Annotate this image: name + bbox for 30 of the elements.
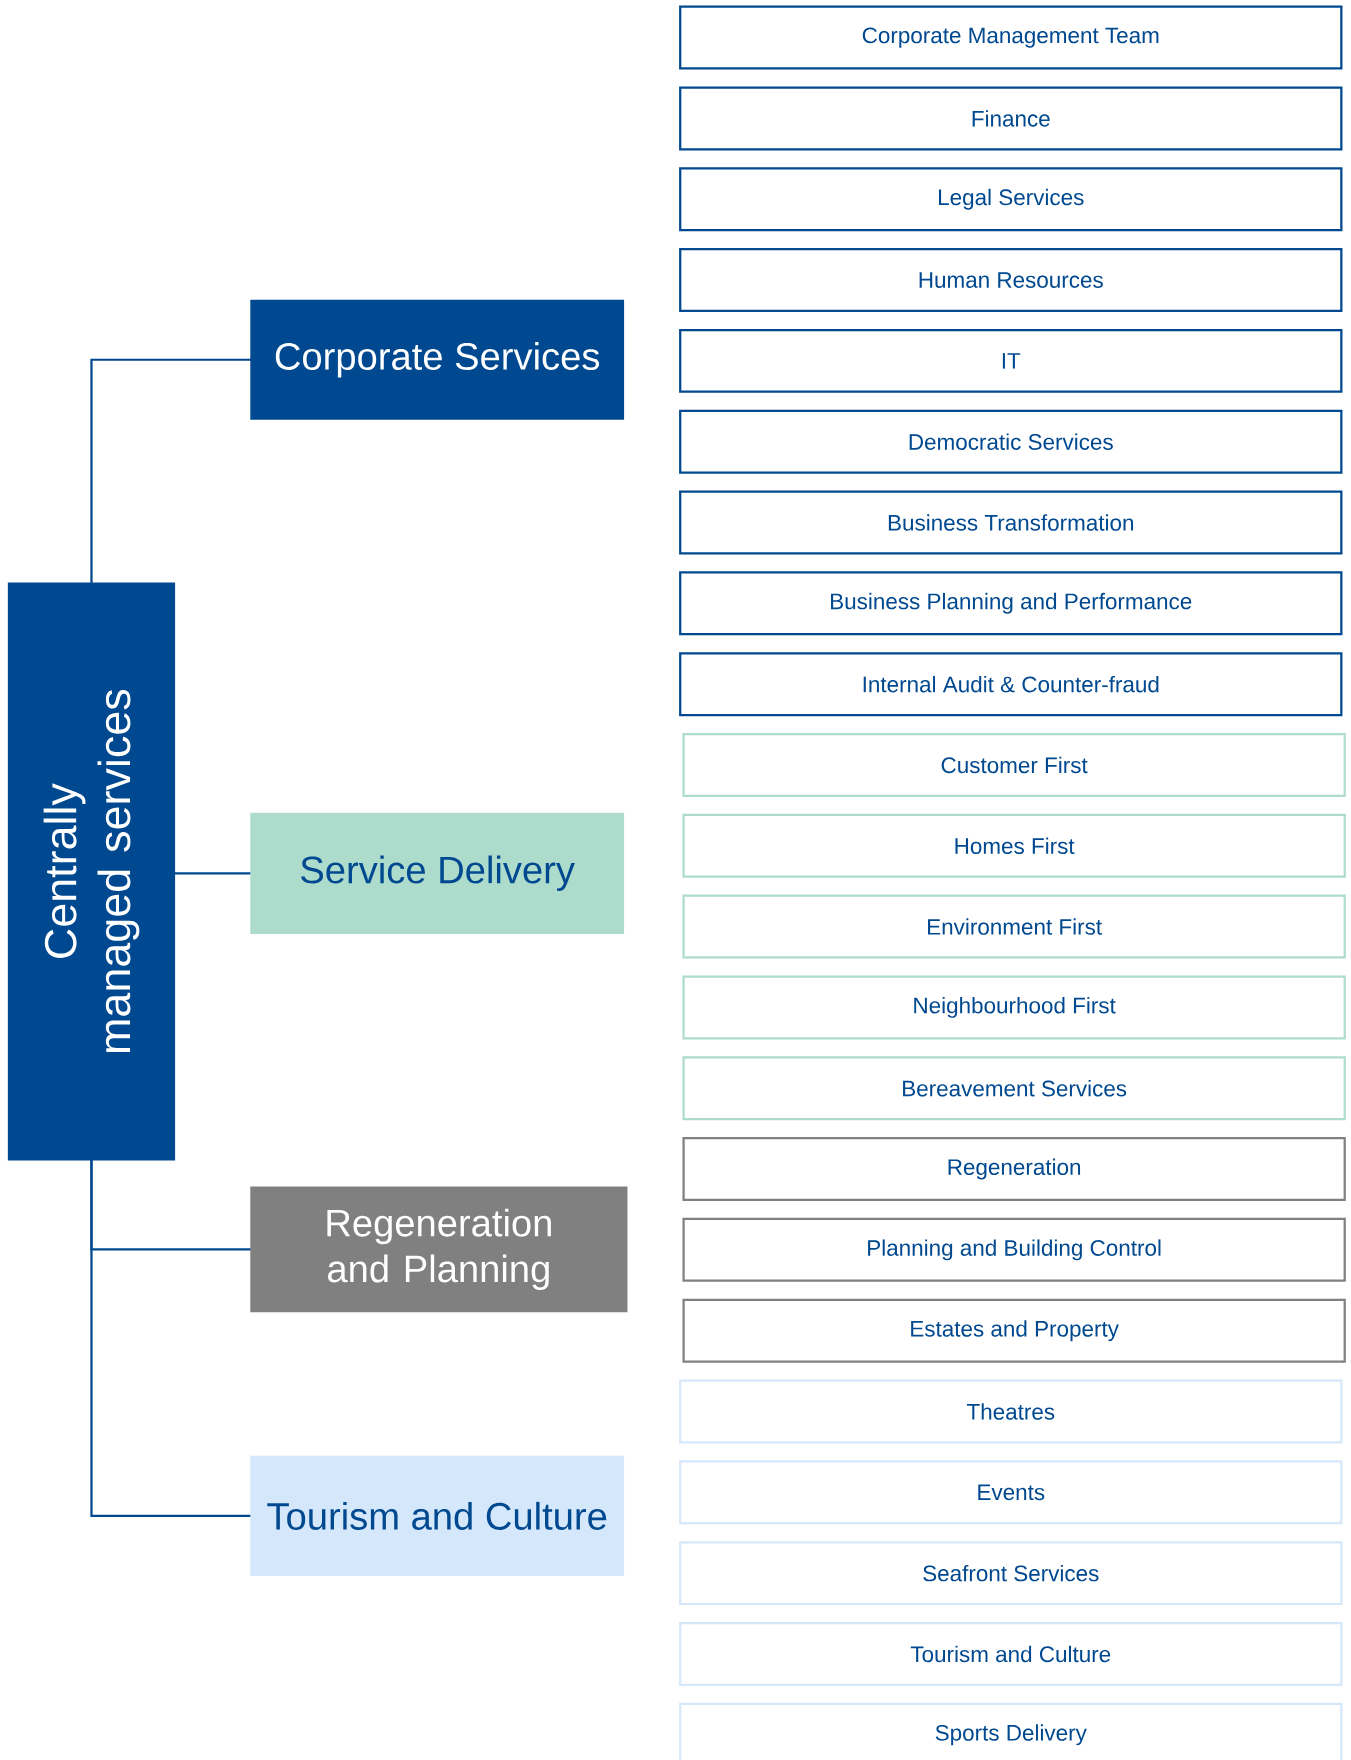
service-box: IT: [678, 328, 1343, 393]
service-box: Business Transformation: [678, 490, 1343, 555]
service-box: Customer First: [682, 732, 1346, 797]
connector-line: [173, 872, 252, 875]
service-box: Events: [678, 1460, 1343, 1525]
connector-line: [90, 358, 252, 584]
category-box: Corporate Services: [250, 299, 624, 420]
connector-line: [90, 1159, 252, 1517]
service-box: Bereavement Services: [682, 1056, 1346, 1121]
service-box: Human Resources: [678, 248, 1343, 313]
category-box: Regeneration and Planning: [250, 1186, 628, 1313]
service-box: Business Planning and Performance: [678, 571, 1343, 636]
service-box: Planning and Building Control: [682, 1217, 1346, 1282]
service-box: Sports Delivery: [678, 1702, 1343, 1760]
service-box: Corporate Management Team: [678, 5, 1343, 70]
service-box: Neighbourhood First: [682, 975, 1346, 1040]
category-box: Service Delivery: [250, 812, 624, 934]
service-box: Regeneration: [682, 1137, 1346, 1202]
service-box: Theatres: [678, 1379, 1343, 1444]
service-box: Estates and Property: [682, 1298, 1346, 1363]
service-box: Internal Audit & Counter-fraud: [678, 652, 1343, 717]
service-box: Finance: [678, 86, 1343, 151]
service-box: Homes First: [682, 813, 1346, 878]
service-box: Democratic Services: [678, 409, 1343, 474]
service-box: Tourism and Culture: [678, 1621, 1343, 1686]
category-box: Tourism and Culture: [250, 1455, 624, 1576]
root-box: Centrally managed services: [7, 582, 175, 1161]
service-box: Seafront Services: [678, 1541, 1343, 1606]
service-box: Environment First: [682, 894, 1346, 959]
service-box: Legal Services: [678, 167, 1343, 232]
